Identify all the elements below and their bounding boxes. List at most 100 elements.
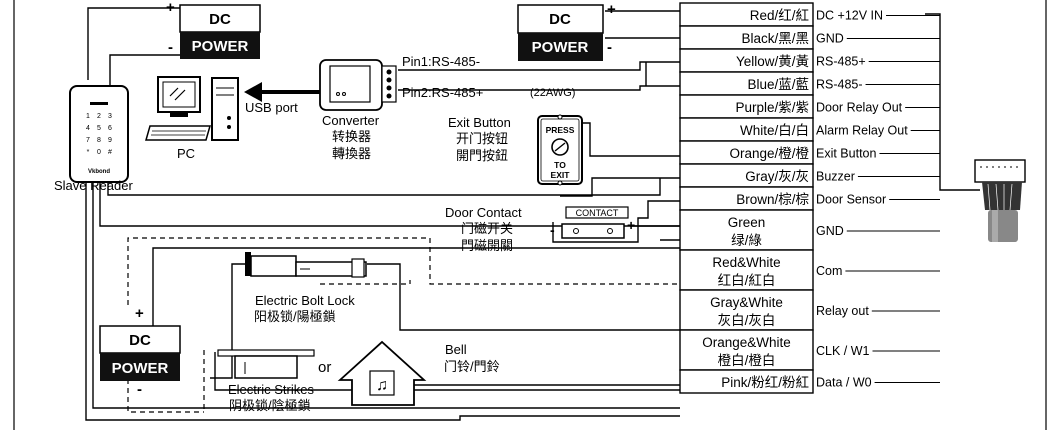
wire-color-label: Orange/橙/橙 — [729, 146, 809, 161]
usb-port-label: USB port — [245, 100, 298, 115]
exit-label-tc: 開門按鈕 — [456, 148, 508, 163]
bolt-lock-label-zh: 阳极锁/陽極鎖 — [254, 309, 336, 324]
bolt-lock-label-en: Electric Bolt Lock — [255, 293, 355, 308]
reader-key: * — [87, 149, 90, 156]
power1-minus: - — [168, 39, 173, 56]
wire-color-label: Gray&White — [710, 295, 783, 310]
wire-strike — [214, 352, 680, 391]
wire-pin2 — [398, 85, 680, 91]
wire-power3-plus — [152, 247, 680, 330]
or-label: or — [318, 359, 331, 376]
wire-exit-2 — [560, 177, 680, 197]
wire-function-label: GND — [816, 224, 844, 238]
reader-key: 8 — [97, 137, 101, 144]
reader-key: 5 — [97, 125, 101, 132]
wire-exit-1 — [582, 122, 680, 157]
wire-function-label: Door Relay Out — [816, 101, 903, 115]
wire-color-label: Red&White — [712, 255, 780, 270]
contact-label-en: Door Contact — [445, 205, 522, 220]
wire-color-label-zh: 灰白/灰白 — [718, 313, 776, 328]
converter-label-sc: 转换器 — [332, 129, 371, 144]
wire-color-label: Purple/紫/紫 — [735, 100, 809, 115]
converter-pin2: Pin2:RS-485+ — [402, 85, 483, 100]
bell: ♫ Bell 门铃/門鈴 — [337, 340, 500, 406]
wire-function-label: CLK / W1 — [816, 344, 870, 358]
electric-bolt-lock: Electric Bolt Lock 阳极锁/陽極鎖 — [245, 252, 367, 324]
power1-bottom-label: POWER — [192, 38, 249, 55]
converter-label-en: Converter — [322, 113, 380, 128]
wire-function-label: Relay out — [816, 304, 869, 318]
wire-reader-buzz — [107, 178, 661, 196]
wire-color-label: Yellow/黄/黃 — [736, 54, 809, 69]
slave-reader-label: Slave Reader — [54, 178, 133, 193]
reader-brand: Vkbond — [88, 169, 110, 175]
wire-color-label: Orange&White — [702, 335, 791, 350]
contact-label-sc: 门磁开关 — [461, 221, 513, 236]
power2-top-label: DC — [549, 11, 571, 28]
wire-color-label-zh: 红白/紅白 — [718, 273, 776, 288]
exit-to-text: TO — [554, 160, 566, 170]
wire-contact-1 — [552, 200, 680, 243]
power3-bottom-label: POWER — [112, 360, 169, 377]
power3-minus: - — [137, 381, 142, 398]
reader-key: 7 — [86, 137, 90, 144]
wire-color-label: Red/红/紅 — [750, 8, 809, 23]
wire-box — [679, 249, 814, 291]
bell-label-zh: 门铃/門鈴 — [444, 359, 500, 374]
bell-music-icon: ♫ — [376, 377, 388, 394]
wire-reader-d0 — [85, 180, 680, 421]
bell-label-en: Bell — [445, 342, 467, 357]
wire-function-label: Door Sensor — [816, 193, 886, 207]
power1-top-label: DC — [209, 11, 231, 28]
wire-power1-plus — [87, 7, 180, 80]
wire-box — [679, 329, 814, 371]
strikes-label-zh: 阴极锁/陰極鎖 — [229, 398, 311, 413]
reader-key: 9 — [108, 137, 112, 144]
wire-function-label: RS-485- — [816, 78, 863, 92]
wire-function-label: Exit Button — [816, 147, 876, 161]
reader-key: 6 — [108, 125, 112, 132]
wire-function-label: DC +12V IN — [816, 9, 883, 23]
dashed-wiring — [127, 237, 680, 413]
wire-function-label: Buzzer — [816, 170, 855, 184]
reader-key: 0 — [97, 149, 101, 156]
wiring-lines — [85, 7, 980, 421]
wire-lock-right — [367, 263, 680, 331]
wire-label-column: Red/红/紅 DC +12V IN Black/黑/黑 GND Yellow/黄/黃 R… — [679, 2, 940, 394]
wire-reader-gnd — [99, 180, 680, 227]
power3-top-label: DC — [129, 332, 151, 349]
wire-color-label: Blue/蓝/藍 — [747, 77, 809, 92]
wire-color-label-zh: 绿/綠 — [731, 233, 762, 248]
wire-color-label: Black/黑/黑 — [741, 31, 809, 46]
power2-plus: + — [607, 1, 616, 18]
electric-strikes: Electric Strikes 阴极锁/陰極鎖 or — [217, 349, 331, 413]
wire-function-label: GND — [816, 32, 844, 46]
wire-color-label: Gray/灰/灰 — [745, 169, 809, 184]
reader-key: # — [108, 149, 112, 156]
wire-function-label: RS-485+ — [816, 55, 866, 69]
wire-box — [679, 209, 814, 251]
door-contact: CONTACT - + Door Contact 门磁开关 門磁開關 — [445, 205, 635, 253]
wire-color-label: White/白/白 — [740, 123, 809, 138]
converter: Pin1:RS-485- Pin2:RS-485+ (22AWG) Conver… — [319, 54, 575, 161]
wire-box — [679, 369, 814, 394]
usb-arrow: USB port — [244, 82, 320, 115]
wire-color-label: Green — [728, 215, 766, 230]
connector-plug — [974, 159, 1026, 242]
converter-label-tc: 轉換器 — [332, 146, 371, 161]
contact-plus: + — [627, 217, 635, 233]
power-top-mid: DC POWER + - — [517, 1, 616, 61]
exit-press-text: PRESS — [546, 125, 575, 135]
power2-bottom-label: POWER — [532, 39, 589, 56]
wire-color-label-zh: 橙白/橙白 — [718, 353, 776, 368]
reader-key: 3 — [108, 113, 112, 120]
contact-label-tc: 門磁開關 — [461, 238, 513, 253]
reader-key: 1 — [86, 113, 90, 120]
exit-exit-text: EXIT — [551, 170, 571, 180]
wire-function-label: Com — [816, 264, 842, 278]
reader-key: 4 — [86, 125, 90, 132]
exit-button: PRESS TO EXIT Exit Button 开门按钮 開門按鈕 — [448, 114, 583, 186]
